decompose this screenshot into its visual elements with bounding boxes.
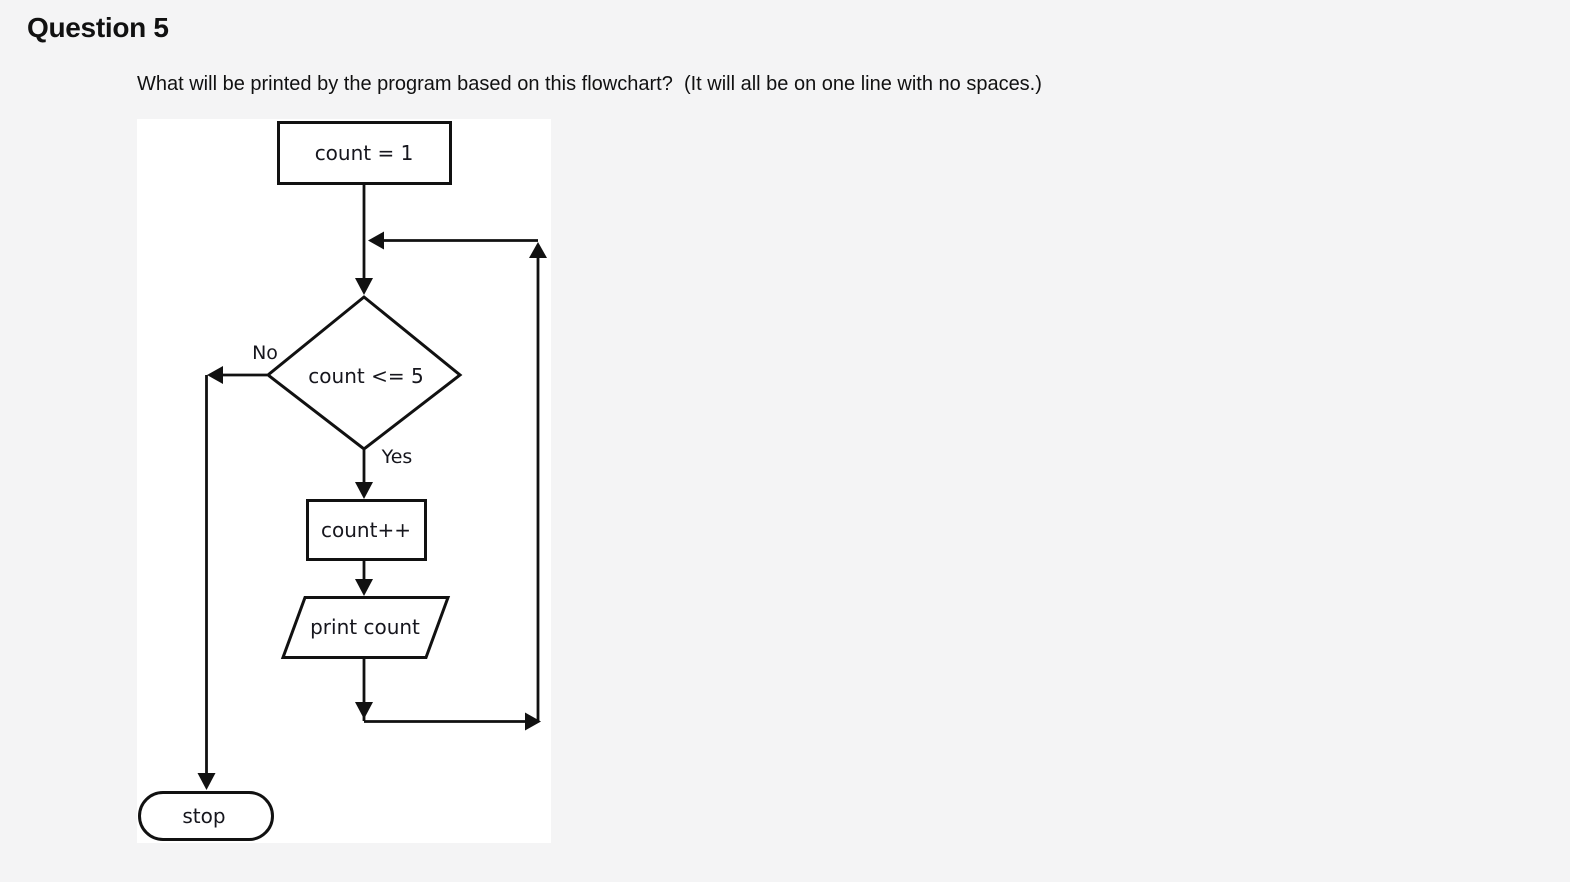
flowchart-node-decision-label: count <= 5 bbox=[308, 364, 423, 388]
arrowhead-down-icon bbox=[355, 278, 373, 295]
flowchart-node-init-label: count = 1 bbox=[315, 141, 414, 165]
edge-init-to-decision bbox=[355, 184, 373, 295]
flowchart-node-stop: stop bbox=[138, 791, 274, 841]
arrowhead-left-icon bbox=[207, 366, 223, 384]
flowchart-node-increment-label: count++ bbox=[321, 518, 411, 542]
arrowhead-up-icon bbox=[529, 242, 547, 258]
arrowhead-down-icon bbox=[355, 579, 373, 596]
branch-label-no: No bbox=[252, 342, 278, 364]
edge-decision-yes-to-increment bbox=[355, 450, 373, 499]
question-text: What will be printed by the program base… bbox=[137, 73, 1042, 95]
flowchart-node-print-label: print count bbox=[310, 615, 420, 639]
arrowhead-down-icon bbox=[355, 702, 373, 719]
flowchart-node-init: count = 1 bbox=[277, 121, 452, 185]
arrowhead-down-icon bbox=[355, 482, 373, 499]
edge-print-to-loop bbox=[355, 657, 541, 731]
edge-decision-no-to-stop bbox=[197, 366, 267, 790]
arrowhead-right-icon bbox=[525, 712, 541, 731]
edge-increment-to-print bbox=[355, 560, 373, 596]
flowchart-node-decision: count <= 5 bbox=[265, 295, 463, 451]
flowchart-node-stop-label: stop bbox=[182, 804, 225, 828]
branch-label-yes: Yes bbox=[381, 446, 413, 468]
page-title: Question 5 bbox=[27, 12, 169, 43]
flowchart-node-print: print count bbox=[280, 596, 451, 659]
edge-loop-return-right bbox=[529, 242, 547, 722]
arrowhead-left-icon bbox=[368, 231, 384, 250]
flowchart-svg: count = 1 count <= 5 No Yes count++ prin… bbox=[138, 121, 547, 841]
arrowhead-down-icon bbox=[197, 773, 216, 790]
flowchart-node-increment: count++ bbox=[306, 499, 427, 561]
edge-loop-return-top bbox=[368, 231, 538, 250]
flowchart-image: count = 1 count <= 5 No Yes count++ prin… bbox=[137, 119, 551, 843]
